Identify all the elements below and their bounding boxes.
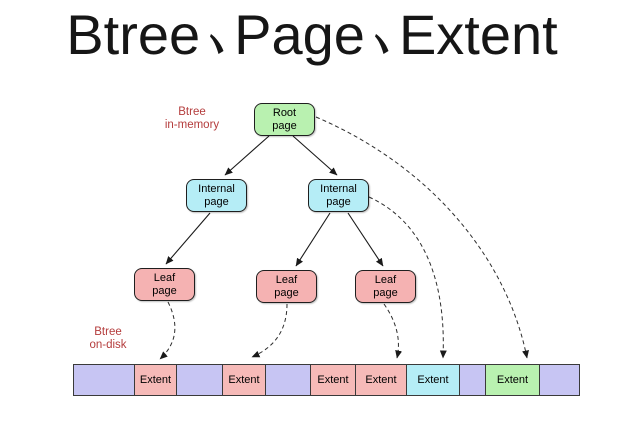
disk-bar: Extent Extent Extent Extent Extent Exten… xyxy=(73,364,580,396)
extent-label: Extent xyxy=(365,374,397,386)
extent-label: Extent xyxy=(496,374,529,386)
extent-label: Extent xyxy=(417,374,449,386)
title-word-page: Page xyxy=(234,3,365,66)
page-title: Btree Page Extent xyxy=(0,6,624,66)
edge-leaf-3-to-extent xyxy=(383,303,403,359)
edge-internal-right-to-leaf-2 xyxy=(295,212,331,267)
free-space-block xyxy=(73,364,135,396)
ideographic-comma-icon xyxy=(200,6,234,64)
leaf-page-3-node: Leaf page xyxy=(355,270,416,303)
internal-page-left-line2: page xyxy=(204,195,229,208)
free-space-block xyxy=(459,364,486,396)
root-page-line1: Root xyxy=(272,107,297,119)
extent-block-leaf: Extent xyxy=(222,364,266,396)
root-page-node: Root page xyxy=(254,103,315,136)
free-space-block xyxy=(176,364,223,396)
leaf-page-1-line2: page xyxy=(152,284,177,297)
edge-root-to-extent xyxy=(315,116,529,359)
extent-label: Extent xyxy=(317,374,349,386)
extent-label: Extent xyxy=(139,374,172,386)
btree-in-memory-line2: in-memory xyxy=(164,119,220,131)
edge-leaf-1-to-extent xyxy=(159,301,176,360)
internal-page-right-line1: Internal xyxy=(320,183,357,195)
leaf-page-3-line2: page xyxy=(373,286,398,299)
root-page-line2: page xyxy=(272,119,297,132)
leaf-page-1-node: Leaf page xyxy=(134,268,195,301)
btree-on-disk-line2: on-disk xyxy=(89,339,127,351)
title-word-extent: Extent xyxy=(398,3,558,66)
internal-page-right-line2: page xyxy=(326,195,351,208)
edge-root-to-internal-right xyxy=(292,135,338,176)
ideographic-comma-icon xyxy=(365,6,399,64)
extent-label: Extent xyxy=(228,374,260,386)
btree-on-disk-label: Btree on-disk xyxy=(66,326,150,352)
leaf-page-2-line2: page xyxy=(274,286,299,299)
btree-on-disk-line1: Btree xyxy=(94,326,122,338)
edge-internal-left-to-leaf-1 xyxy=(165,212,211,265)
internal-page-left-node: Internal page xyxy=(186,179,247,212)
edge-root-to-internal-left xyxy=(224,135,270,176)
btree-in-memory-line1: Btree xyxy=(178,106,206,118)
title-word-btree: Btree xyxy=(66,3,201,66)
free-space-block xyxy=(539,364,580,396)
extent-block-leaf: Extent xyxy=(310,364,356,396)
free-space-block xyxy=(265,364,311,396)
edge-leaf-2-to-extent xyxy=(251,303,288,358)
internal-page-left-line1: Internal xyxy=(198,183,235,195)
extent-block-leaf: Extent xyxy=(134,364,177,396)
leaf-page-1-line1: Leaf xyxy=(153,272,176,284)
leaf-page-3-line1: Leaf xyxy=(374,274,397,286)
internal-page-right-node: Internal page xyxy=(308,179,369,212)
btree-in-memory-label: Btree in-memory xyxy=(150,106,234,132)
extent-block-root: Extent xyxy=(485,364,540,396)
leaf-page-2-node: Leaf page xyxy=(256,270,317,303)
leaf-page-2-line1: Leaf xyxy=(275,274,298,286)
extent-block-internal: Extent xyxy=(406,364,460,396)
edge-internal-right-to-leaf-3 xyxy=(347,212,384,267)
extent-block-leaf: Extent xyxy=(355,364,407,396)
